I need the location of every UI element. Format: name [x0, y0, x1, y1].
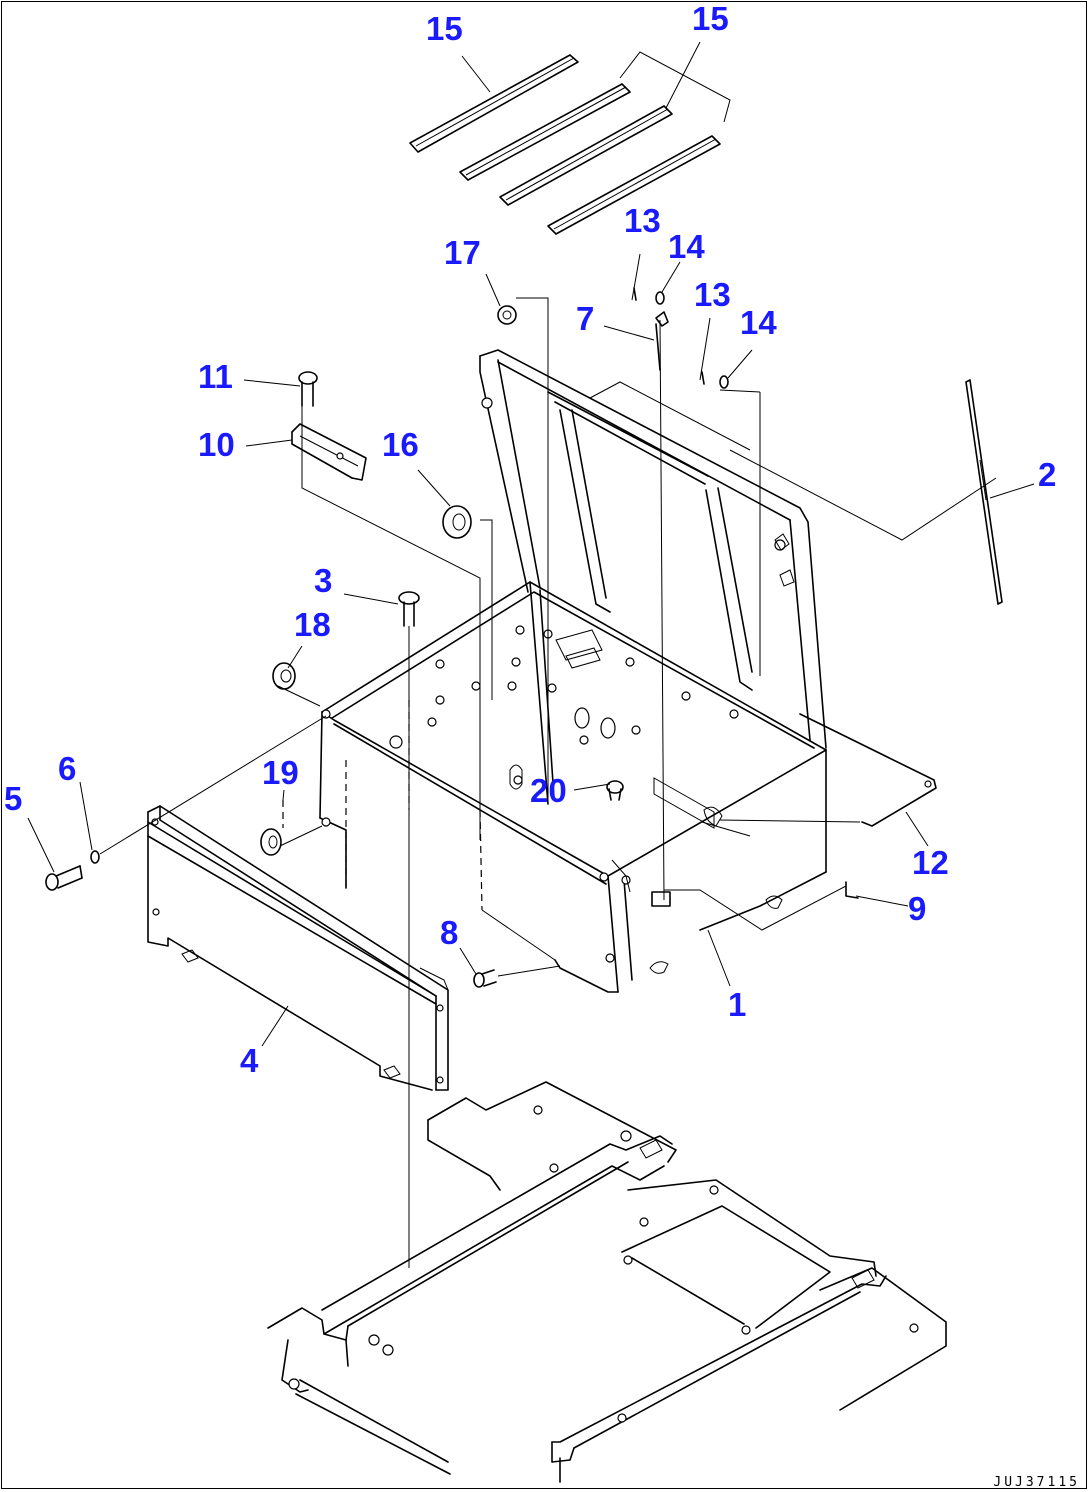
callout-4: 4 [240, 1042, 259, 1079]
callout-3: 3 [314, 562, 332, 599]
part-17-nut [497, 305, 517, 325]
callout-14-lower: 14 [740, 304, 777, 341]
callout-18: 18 [294, 606, 331, 643]
part-13-pins [633, 287, 705, 385]
callout-16: 16 [382, 426, 419, 463]
part-15-strips [409, 51, 731, 235]
part-4-side-panel [147, 805, 449, 1091]
part-19-grommet [260, 828, 282, 856]
part-1-seat-box [319, 581, 827, 993]
callout-20: 20 [530, 772, 567, 809]
part-20-cap [606, 780, 624, 801]
callout-15-right: 15 [692, 0, 729, 37]
callout-6: 6 [58, 750, 76, 787]
callout-13-lower: 13 [694, 276, 731, 313]
drawing-code: JUJ37115 [993, 1475, 1080, 1490]
part-12-plate [719, 713, 937, 827]
part-9-clip [845, 881, 859, 899]
part-14-nuts [655, 291, 729, 389]
base-frame [267, 1081, 947, 1483]
part-5-bolt [45, 865, 83, 891]
part-2-rod [965, 379, 1003, 605]
part-7-latch [655, 311, 669, 371]
callout-5: 5 [4, 780, 22, 817]
assembly-lines [99, 297, 997, 1268]
callout-15-left: 15 [426, 10, 463, 47]
callout-9: 9 [908, 890, 926, 927]
callout-11: 11 [198, 358, 233, 395]
callout-leaders [27, 41, 1035, 1047]
part-6-washer [90, 850, 100, 864]
part-11-bolt [298, 371, 318, 407]
part-18-grommet [272, 662, 296, 690]
part-10-bracket [291, 423, 367, 481]
backrest-frame [479, 349, 827, 749]
callout-17: 17 [444, 234, 481, 271]
callout-13-upper: 13 [624, 202, 661, 239]
callout-19: 19 [262, 754, 299, 791]
callout-7: 7 [576, 300, 594, 337]
part-3-bolt [398, 591, 420, 627]
callout-8: 8 [440, 914, 458, 951]
callout-2: 2 [1038, 456, 1056, 493]
part-16-grommet [442, 505, 472, 539]
callout-10: 10 [198, 426, 235, 463]
callout-1: 1 [728, 986, 746, 1023]
part-8-bolt [473, 969, 497, 988]
callout-12: 12 [912, 844, 949, 881]
callout-labels: 15 15 17 13 14 7 13 14 11 10 16 2 3 18 1… [4, 0, 1056, 1079]
callout-14-upper: 14 [668, 228, 705, 265]
